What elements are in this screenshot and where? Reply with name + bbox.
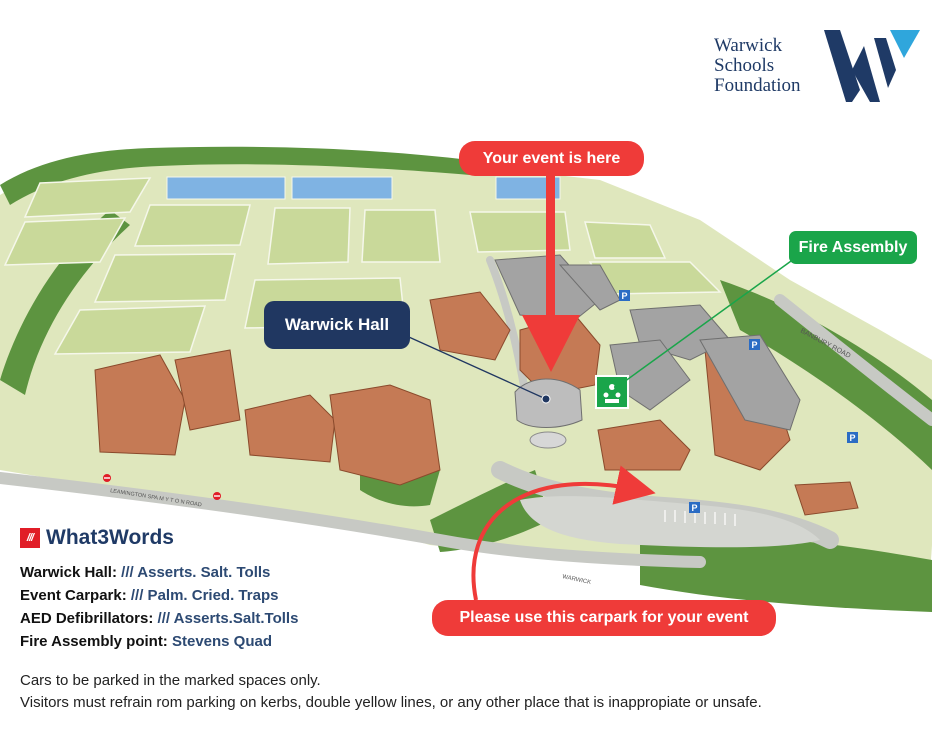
warwick-hall-pin xyxy=(541,394,551,404)
parking-signs: P P P P xyxy=(619,290,858,513)
fire-assembly-callout: Fire Assembly xyxy=(789,231,917,264)
what3words-value: /// Asserts. Salt. Tolls xyxy=(121,564,271,581)
brick-buildings xyxy=(94,291,859,516)
svg-text:P: P xyxy=(850,433,856,443)
what3words-label: Warwick Hall: xyxy=(20,564,117,581)
what3words-row: Warwick Hall: /// Asserts. Salt. Tolls xyxy=(20,564,298,583)
warwick-hall-building xyxy=(514,378,583,449)
parking-sign: P xyxy=(847,432,858,443)
parking-sign: P xyxy=(749,339,760,350)
what3words-row: AED Defibrillators: /// Asserts.Salt.Tol… xyxy=(20,610,298,629)
svg-text:P: P xyxy=(692,503,698,513)
what3words-panel: /// What3Words Warwick Hall: /// Asserts… xyxy=(20,524,298,652)
fire-assembly-icon xyxy=(595,375,629,409)
logo-w-icon xyxy=(824,30,920,102)
what3words-row: Event Carpark: /// Palm. Cried. Traps xyxy=(20,587,298,606)
what3words-value: /// Palm. Cried. Traps xyxy=(130,587,279,604)
warwick-hall-callout: Warwick Hall xyxy=(264,301,410,349)
svg-text:P: P xyxy=(622,291,628,301)
parking-note-line-1: Cars to be parked in the marked spaces o… xyxy=(20,672,321,689)
tennis-courts xyxy=(166,176,561,200)
grey-buildings xyxy=(494,254,801,431)
warwick-hall-leader-line xyxy=(399,332,547,400)
what3words-header: /// What3Words xyxy=(20,524,298,552)
carpark-callout: Please use this carpark for your event xyxy=(432,600,776,636)
fire-assembly-leader-line xyxy=(616,255,799,388)
what3words-icon: /// xyxy=(20,528,40,548)
parking-sign: P xyxy=(689,502,700,513)
event-callout: Your event is here xyxy=(459,141,644,176)
no-entry-signs xyxy=(103,474,221,500)
logo-line-1: Warwick xyxy=(714,35,783,56)
what3words-value: /// Asserts.Salt.Tolls xyxy=(157,610,299,627)
carpark-arrow xyxy=(471,465,656,601)
logo-line-3: Foundation xyxy=(714,75,801,96)
parking-sign: P xyxy=(619,290,630,301)
what3words-label: AED Defibrillators: xyxy=(20,610,154,627)
what3words-label: Event Carpark: xyxy=(20,587,127,604)
what3words-label: Fire Assembly point: xyxy=(20,633,168,650)
event-carpark xyxy=(520,496,820,548)
road-label-warwick: WARWICK xyxy=(562,574,592,586)
parking-note-line-2: Visitors must refrain rom parking on ker… xyxy=(20,694,762,711)
svg-text:P: P xyxy=(752,340,758,350)
logo-line-2: Schools xyxy=(714,55,775,76)
what3words-title: What3Words xyxy=(46,526,174,549)
what3words-value: Stevens Quad xyxy=(171,633,273,650)
parking-notes: Cars to be parked in the marked spaces o… xyxy=(20,670,762,714)
logo-wordmark: Warwick Schools Foundation xyxy=(714,36,834,96)
event-arrow xyxy=(522,176,580,372)
fire-assembly-pin xyxy=(614,384,620,390)
what3words-row: Fire Assembly point: Stevens Quad xyxy=(20,633,298,652)
